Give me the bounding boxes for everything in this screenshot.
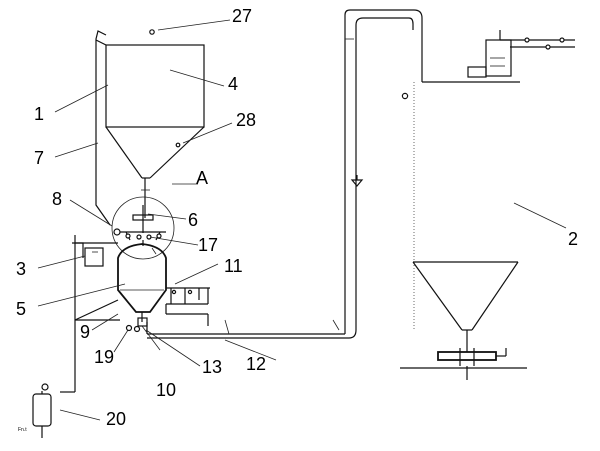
pressure-vessel [117,240,167,333]
label-a: A [196,168,208,188]
label-28: 28 [236,110,256,130]
valve-manifold [165,287,210,326]
label-10: 10 [156,380,176,400]
label-8: 8 [52,189,62,209]
callout-labels: 27 1 4 28 7 A 8 6 17 11 3 5 9 19 13 12 1… [16,6,578,429]
label-20: 20 [106,409,126,429]
marker-28 [175,142,181,148]
label-27: 27 [232,6,252,26]
tank-marking: Fn.t [18,427,27,433]
label-9: 9 [80,322,90,342]
storage-hopper [105,44,205,218]
label-2: 2 [568,229,578,249]
label-7: 7 [34,148,44,168]
detail-circle-a [111,196,175,260]
label-11: 11 [224,256,243,276]
leader-lines [37,19,567,421]
label-6: 6 [188,210,198,230]
marker-27 [149,29,155,35]
label-17: 17 [198,235,218,255]
label-5: 5 [16,299,26,319]
label-4: 4 [228,74,238,94]
label-19: 19 [94,347,114,367]
receiving-station [401,30,575,330]
label-13: 13 [202,357,222,377]
conveying-pipeline [146,9,423,339]
gas-tank: Fn.t [18,383,52,438]
label-1: 1 [34,104,44,124]
label-12: 12 [246,354,266,374]
label-3: 3 [16,259,26,279]
support-frame [95,30,111,226]
receiving-hopper [400,261,527,380]
gas-supply-line [60,235,120,393]
